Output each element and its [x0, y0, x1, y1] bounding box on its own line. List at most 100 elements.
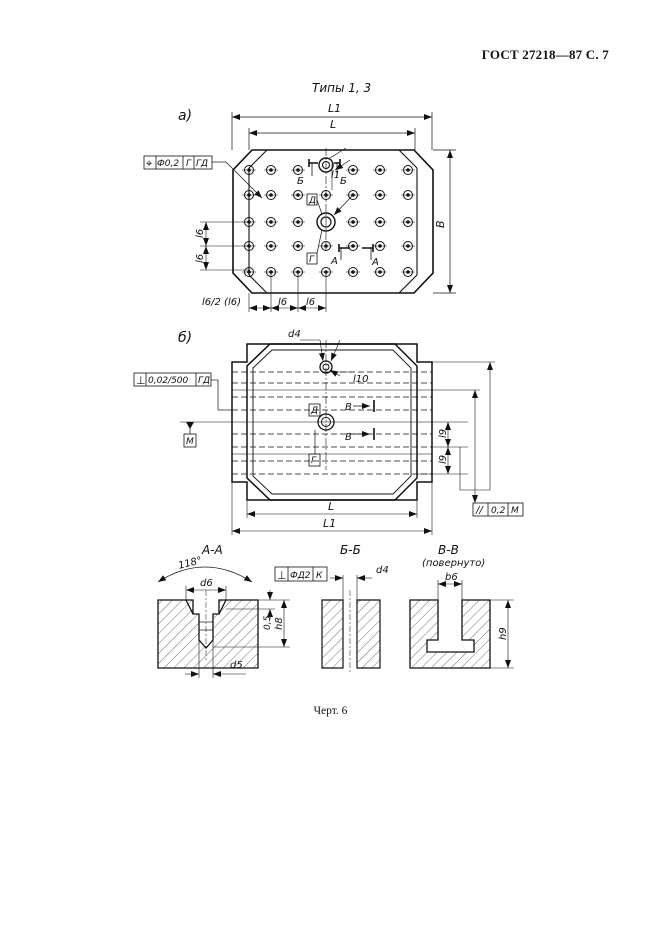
view-b-l10: l10: [353, 374, 369, 385]
grid-hole: [266, 241, 276, 251]
section-mark-a2: А: [371, 257, 379, 268]
grid-hole: [348, 190, 358, 200]
section-vv: В-В (повернуто) b6 h9: [409, 543, 514, 669]
grid-hole-core: [296, 168, 300, 172]
grid-hole-core: [378, 168, 382, 172]
dim-bottom-3: l6: [306, 297, 315, 308]
grid-hole-core: [351, 244, 355, 248]
grid-hole-core: [269, 244, 273, 248]
types-title: Типы 1, 3: [312, 81, 371, 95]
section-bb: Б-Б ⊥ ФД2 К d4: [274, 543, 389, 672]
grid-hole-core: [269, 168, 273, 172]
section-aa-d6: d6: [200, 578, 213, 589]
grid-hole: [375, 190, 385, 200]
grid-hole: [321, 241, 331, 251]
grid-hole-core: [296, 193, 300, 197]
view-b-d4: d4: [288, 329, 301, 340]
grid-hole: [403, 267, 413, 277]
hole-grid: [242, 165, 415, 277]
grid-hole: [293, 217, 303, 227]
grid-hole-core: [269, 270, 273, 274]
dim-B: B: [434, 220, 447, 228]
grid-hole: [266, 190, 276, 200]
grid-hole: [403, 241, 413, 251]
grid-hole: [266, 217, 276, 227]
bb-tol-value: ФД2: [290, 571, 311, 581]
section-bb-d4: d4: [376, 565, 389, 576]
grid-hole: [403, 190, 413, 200]
grid-hole-core: [378, 244, 382, 248]
tol-base1: Г: [186, 159, 192, 169]
perp-value: 0,02/500: [148, 376, 189, 386]
perp-symbol: ⊥: [136, 374, 146, 387]
section-aa-angle: 118°: [177, 555, 203, 572]
grid-hole: [348, 241, 358, 251]
grid-hole: [293, 241, 303, 251]
base-box-g: Г: [309, 255, 315, 265]
par-base: M: [511, 506, 519, 516]
bb-tol-symbol: ⊥: [277, 569, 287, 582]
dim-L1-b: L1: [323, 517, 336, 530]
section-mark-a1: А: [330, 256, 338, 267]
grid-hole-core: [269, 220, 273, 224]
grid-hole: [266, 165, 276, 175]
grid-hole: [244, 165, 254, 175]
base-box-m: M: [186, 437, 194, 447]
grid-hole-core: [406, 168, 410, 172]
grid-hole-core: [406, 193, 410, 197]
page-header: ГОСТ 27218—87 С. 7: [481, 47, 609, 62]
grid-hole-core: [247, 168, 251, 172]
dim-bottom-1: l6/2 (l6): [202, 297, 241, 308]
section-mark-v2: В: [345, 432, 352, 443]
dim-l1: l1: [331, 170, 340, 181]
dim-L-a: L: [330, 118, 336, 131]
dim-l9-a: l9: [438, 429, 449, 438]
section-mark-v1: В: [345, 402, 352, 413]
grid-hole: [244, 267, 254, 277]
grid-hole-core: [351, 168, 355, 172]
view-b-base-d: Д: [310, 406, 318, 416]
grid-hole-core: [324, 270, 328, 274]
par-symbol: //: [475, 505, 484, 516]
tol-base2: ГД: [196, 159, 208, 169]
grid-hole-core: [406, 270, 410, 274]
grid-hole-core: [351, 220, 355, 224]
section-vv-h9: h9: [498, 627, 509, 640]
dim-L-b: L: [328, 500, 334, 513]
grid-hole: [375, 165, 385, 175]
dim-l6-left-b: l6: [195, 254, 206, 263]
view-b-label: б): [178, 330, 192, 346]
section-mark-b1: Б: [297, 176, 304, 187]
section-bb-tolerance: ⊥ ФД2 К: [274, 566, 328, 582]
section-aa: А-А 118° d6 d5 0,5 h8: [157, 543, 290, 678]
grid-hole: [375, 267, 385, 277]
position-tolerance-frame: ⌖ Ф0,2 Г ГД: [143, 155, 263, 199]
tol-symbol: ⌖: [146, 157, 152, 170]
grid-hole-core: [296, 244, 300, 248]
grid-hole: [375, 241, 385, 251]
dim-l9-b: l9: [438, 455, 449, 464]
grid-hole: [348, 267, 358, 277]
grid-hole-core: [296, 270, 300, 274]
view-b-base-g: Г: [311, 456, 317, 466]
grid-hole-core: [378, 193, 382, 197]
section-mark-b2: Б: [340, 176, 347, 187]
section-vv-title: В-В: [438, 543, 459, 557]
grid-hole: [403, 217, 413, 227]
section-bb-title: Б-Б: [340, 543, 361, 557]
grid-hole-core: [378, 270, 382, 274]
section-vv-subtitle: (повернуто): [422, 558, 485, 569]
grid-hole: [348, 217, 358, 227]
section-aa-h8: h8: [274, 617, 285, 630]
dim-bottom-2: l6: [278, 297, 287, 308]
tol-value: Ф0,2: [157, 159, 179, 169]
grid-hole-core: [378, 220, 382, 224]
grid-hole-core: [351, 270, 355, 274]
grid-hole: [348, 165, 358, 175]
par-value: 0,2: [491, 506, 506, 516]
grid-hole-core: [269, 193, 273, 197]
grid-hole-core: [406, 220, 410, 224]
perpendicularity-frame: ⊥ 0,02/500 ГД: [133, 372, 232, 411]
grid-hole-core: [296, 220, 300, 224]
